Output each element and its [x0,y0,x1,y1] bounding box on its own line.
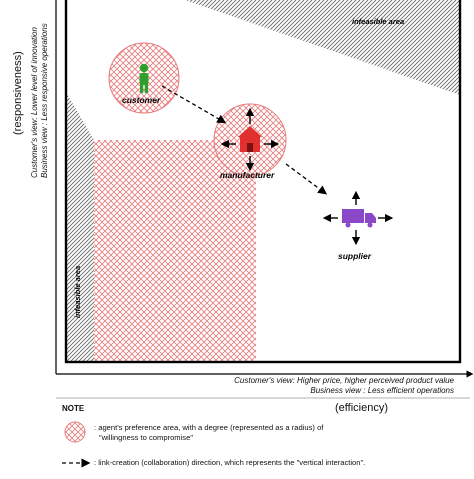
x-axis-customer-view: Customer's view: Higher price, higher pe… [234,376,454,385]
manufacturer-direction-arrows [220,107,280,172]
link-manufacturer-supplier [285,163,328,195]
note-title: NOTE [62,404,85,413]
link-customer-manufacturer [161,85,227,124]
feasible-frame [64,0,462,364]
y-axis-title: (responsiveness) [12,51,24,135]
y-axis-business-view: Business view : Less responsive operatio… [40,23,49,178]
manufacturer-icon [238,126,262,152]
customer-icon [139,63,149,93]
infeasible-area-top-label: infeasible area [352,17,404,26]
note-preference-line2: "willingness to compromise" [99,433,194,442]
note-preference-circle-icon [64,421,86,443]
infeasible-area-left-label: infeasible area [73,266,82,318]
note-preference-line1: : agent's preference area, with a degree… [94,423,324,432]
infeasible-area-left [66,92,94,362]
customer-label: customer [122,95,161,105]
x-axis-business-view: Business view : Less efficient operation… [310,386,454,395]
x-axis-title: (efficiency) [335,402,388,414]
supplier-direction-arrows [322,190,394,246]
infeasible-area-top [185,0,460,95]
supplier-label: supplier [338,251,372,261]
manufacturer-label: manufacturer [220,170,275,180]
y-axis-customer-view: Customer's view: Lower level of innovati… [30,27,39,178]
supplier-icon [342,209,376,228]
preference-region [94,140,256,362]
note-link-text: : link-creation (collaboration) directio… [94,458,366,467]
